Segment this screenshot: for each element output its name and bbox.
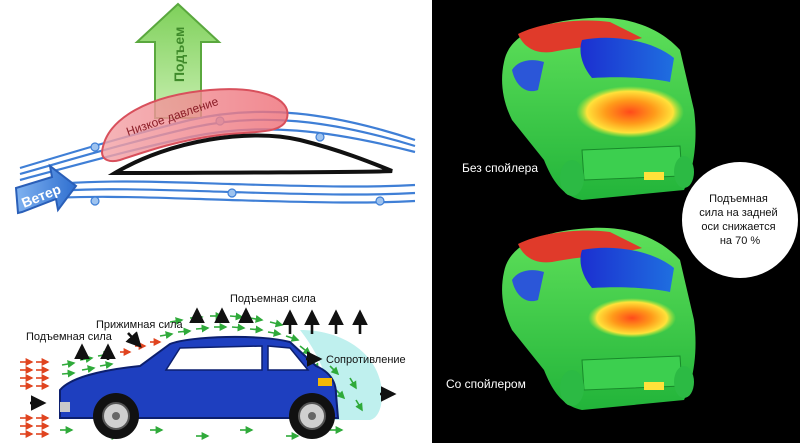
lift-label: Подъем <box>171 27 187 82</box>
car-headlight <box>60 402 70 412</box>
airfoil-wing <box>107 133 393 176</box>
car-rear-window <box>267 345 310 371</box>
front-wheel <box>93 393 139 439</box>
car-window <box>164 345 263 371</box>
without-spoiler-label: Без спойлера <box>462 161 538 175</box>
cfd-car-with-spoiler <box>502 227 696 410</box>
svg-text:Подъемная сила на за: Подъемная сила на задней оси снижается н… <box>699 193 780 247</box>
note-line-2: сила на задней <box>699 207 777 219</box>
car-aerodynamics-diagram: Подъемная сила Прижимная сила Подъемная … <box>0 270 432 443</box>
note-line-4: на 70 % <box>720 235 761 247</box>
drag-label: Сопротивление <box>326 354 406 366</box>
low-pressure-zone <box>100 88 289 163</box>
cfd-car-without-spoiler <box>502 17 696 201</box>
note-line-3: оси снижается <box>701 221 775 233</box>
cfd-pressure-comparison: Без спойлера Со спойлером Подъемная сила… <box>432 0 800 443</box>
with-spoiler-label: Со спойлером <box>446 377 526 391</box>
car-taillight <box>318 378 332 386</box>
force-arrows <box>30 307 397 411</box>
downforce-label: Прижимная сила <box>96 319 184 331</box>
lift-force-top-label: Подъемная сила <box>230 293 317 305</box>
lift-reduction-note: Подъемная сила на задней оси снижается н… <box>682 162 798 278</box>
lift-force-left-label: Подъемная сила <box>26 331 113 343</box>
rear-wheel <box>289 393 335 439</box>
airfoil-diagram: Подъем Низко <box>0 0 432 270</box>
note-line-1: Подъемная <box>709 193 768 205</box>
wind-arrow <box>14 163 78 215</box>
